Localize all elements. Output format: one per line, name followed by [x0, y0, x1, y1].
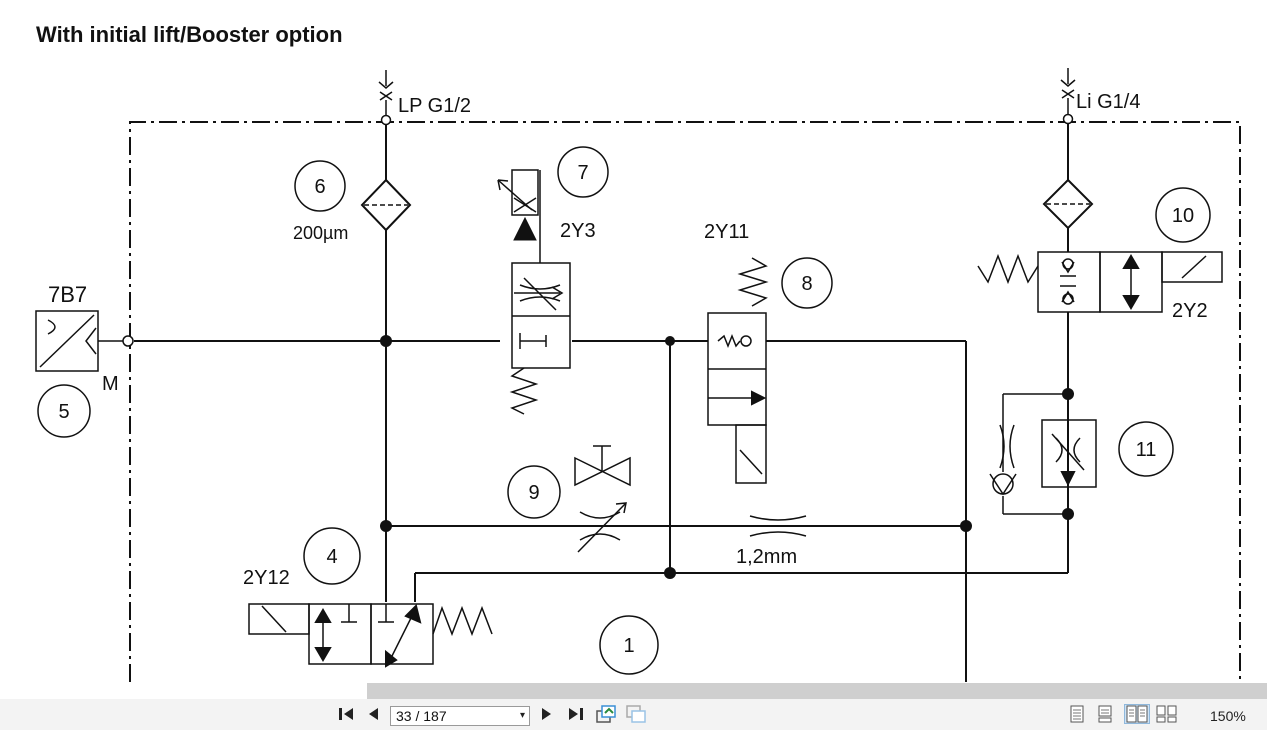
zoom-level[interactable]: 150% [1210, 708, 1246, 724]
sensor-7b7-label: 7B7 [48, 282, 87, 307]
facing-pages-icon [1126, 705, 1148, 723]
page-number-select[interactable]: 33 / 187 ▾ [390, 706, 530, 726]
callout-8: 8 [801, 273, 812, 295]
callout-4: 4 [326, 546, 337, 568]
single-page-view-button[interactable] [1068, 704, 1086, 724]
go-forward-view-button[interactable] [625, 704, 647, 724]
callout-6: 6 [314, 176, 325, 198]
horizontal-scrollbar[interactable] [367, 683, 1267, 699]
callout-10: 10 [1172, 205, 1194, 227]
page-heading: With initial lift/Booster option [36, 22, 343, 47]
solenoid-2y12-label: 2Y12 [243, 567, 290, 589]
orifice-label: 1,2mm [736, 546, 797, 568]
first-page-icon [339, 708, 353, 720]
previous-page-button[interactable] [364, 704, 382, 724]
callout-5: 5 [58, 401, 69, 423]
continuous-facing-icon [1156, 705, 1177, 723]
solenoid-2y3-label: 2Y3 [560, 220, 596, 242]
callout-1: 1 [623, 635, 634, 657]
last-page-icon [569, 708, 583, 720]
filter-size-label: 200µm [293, 223, 348, 243]
forward-view-icon [626, 705, 646, 723]
solenoid-2y2-label: 2Y2 [1172, 300, 1208, 322]
previous-page-icon [369, 708, 378, 720]
hydraulic-schematic: 6 7 8 10 11 9 4 5 1 LP G1/2 Li G1/4 200µ… [35, 68, 1241, 682]
boundary-line [129, 121, 1241, 682]
back-view-icon [596, 705, 616, 723]
measure-point-label: M [102, 373, 119, 395]
continuous-view-button[interactable] [1096, 704, 1114, 724]
port-lp-label: LP G1/2 [398, 95, 471, 117]
filter-6 [360, 178, 412, 232]
facing-view-button[interactable] [1124, 704, 1150, 724]
first-page-button[interactable] [336, 704, 356, 724]
go-back-view-button[interactable] [595, 704, 617, 724]
valve-10 [1037, 251, 1101, 313]
page-indicator: 33 / 187 [396, 708, 447, 724]
document-page: With initial lift/Booster option [35, 22, 1241, 682]
single-page-icon [1070, 705, 1084, 723]
port-li-label: Li G1/4 [1076, 91, 1140, 113]
next-page-button[interactable] [538, 704, 556, 724]
callout-11: 11 [1136, 439, 1157, 461]
callout-9: 9 [528, 482, 539, 504]
solenoid-2y11-label: 2Y11 [704, 221, 749, 243]
callout-7: 7 [577, 162, 588, 184]
last-page-button[interactable] [566, 704, 586, 724]
viewer-toolbar [0, 699, 1267, 730]
chevron-down-icon: ▾ [519, 710, 525, 721]
continuous-page-icon [1098, 705, 1112, 723]
next-page-icon [542, 708, 551, 720]
continuous-facing-view-button[interactable] [1156, 704, 1178, 724]
throttle-11 [1041, 419, 1097, 488]
